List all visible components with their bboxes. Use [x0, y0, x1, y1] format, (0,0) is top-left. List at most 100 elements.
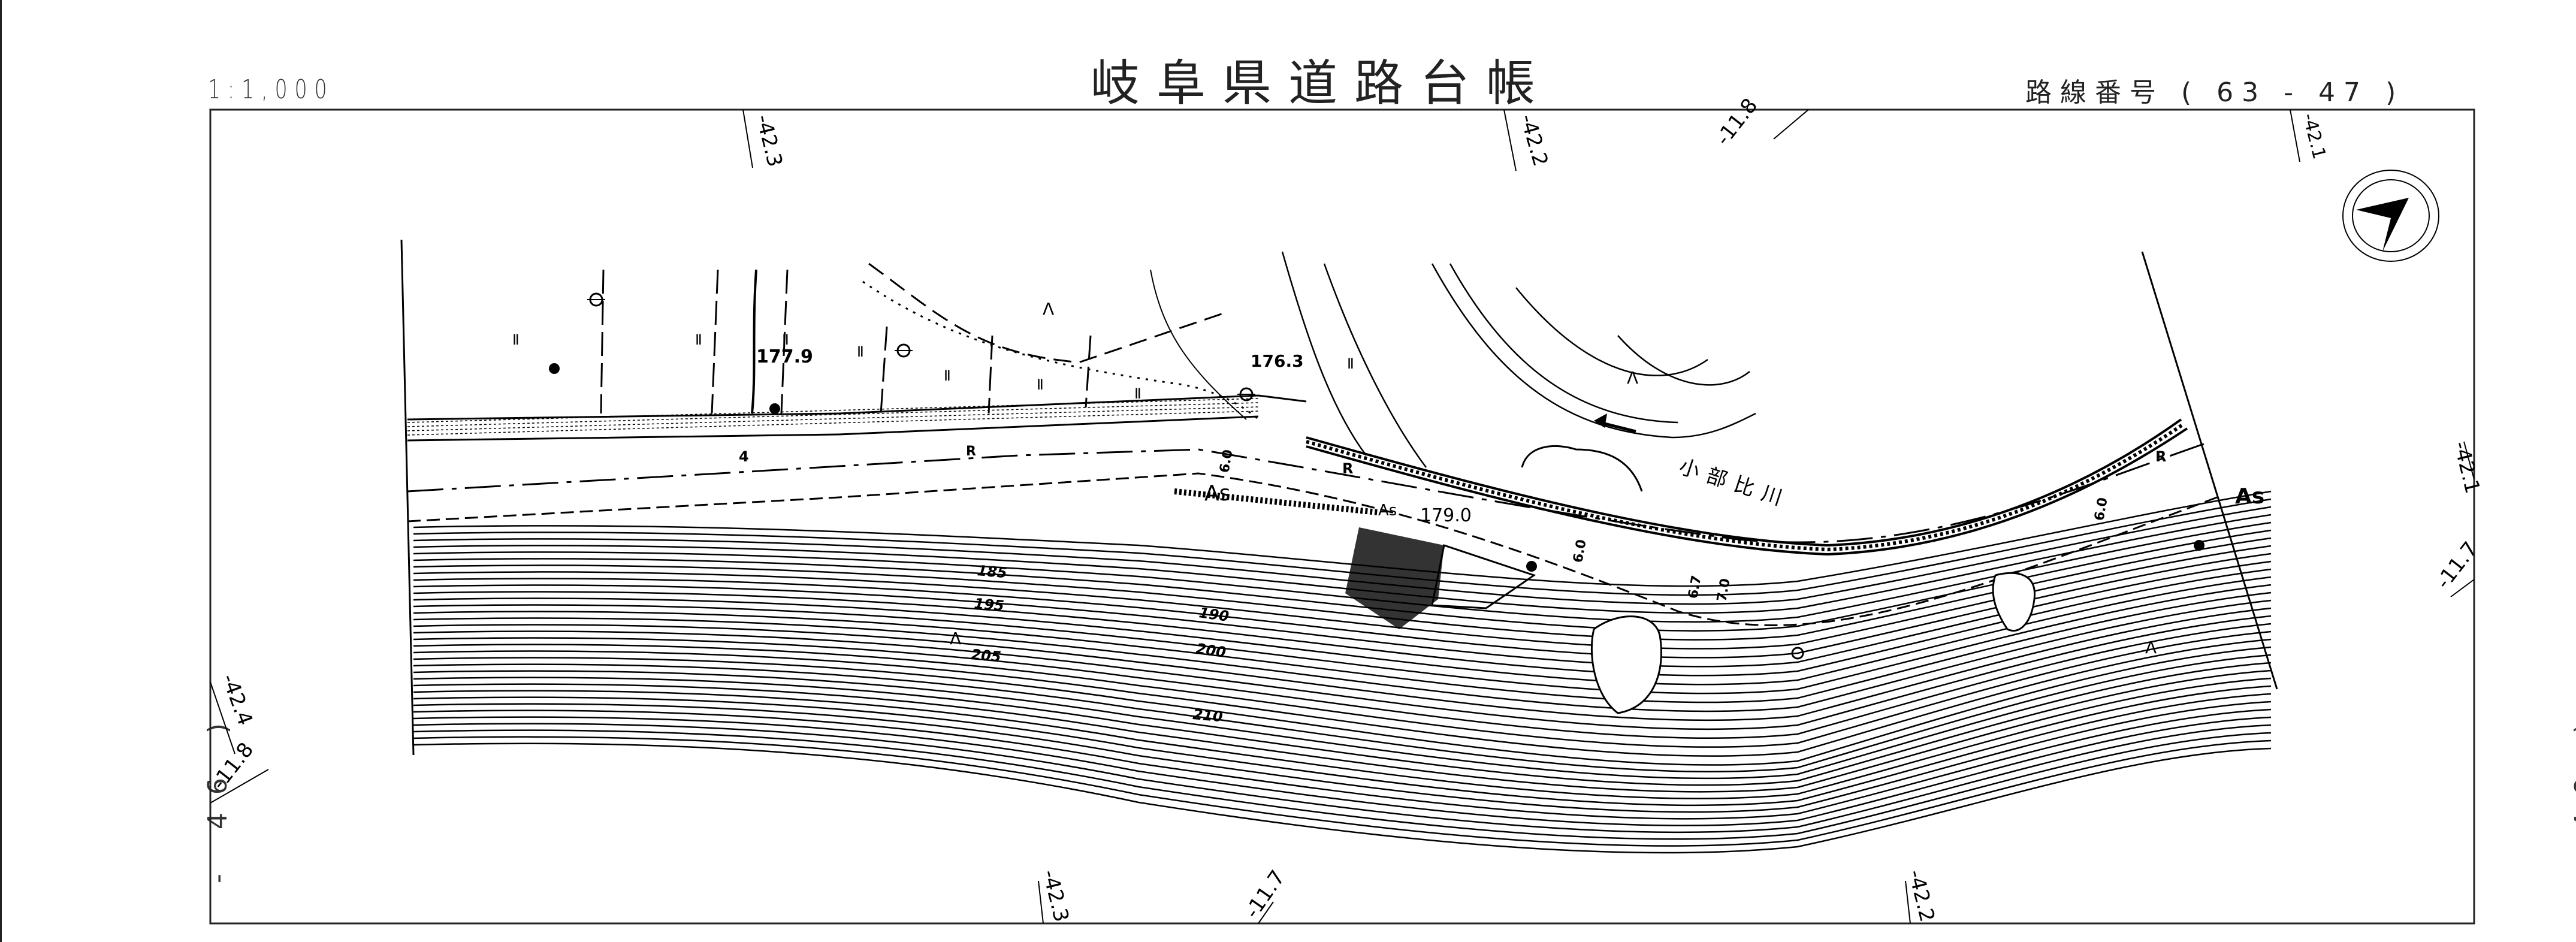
road-centerline [407, 442, 2206, 544]
contour-line [413, 521, 2272, 623]
contour-line [413, 623, 2272, 739]
grid-tick-bottom-3: -42.2 [1903, 868, 1939, 925]
elevation-label: 179.0 [1420, 505, 1472, 526]
contour-label: 205 [970, 646, 1001, 665]
page-edge [0, 0, 2, 942]
contour-line [413, 607, 2272, 721]
contour-label: 200 [1195, 640, 1227, 661]
contour-label: 210 [1192, 706, 1223, 725]
slope-line [1150, 269, 1247, 420]
contour-line [413, 514, 2272, 614]
grid-label-right-1: -42.1 [2448, 439, 2484, 496]
contour-line [413, 736, 2272, 847]
contour-lines [413, 490, 2272, 854]
survey-point-icon [549, 363, 560, 374]
grid-tick-bottom-2: -11.7 [1240, 866, 1290, 924]
grid-tick-top-2: -42.2 [1503, 109, 1553, 171]
elevation-label: 177.9 [756, 346, 813, 367]
grid-label-top-1: -42.3 [751, 113, 787, 170]
grid-label-bottom-3: -42.2 [1903, 868, 1939, 925]
route-number-b: 47 [2318, 77, 2369, 108]
talus-slope [1590, 615, 1662, 714]
road-hatch-west [407, 398, 1259, 436]
width-label: 6.0 [1571, 538, 1589, 564]
contour-line [413, 693, 2272, 807]
contour-line [413, 584, 2272, 695]
field-mark: Ⅱ [1347, 355, 1354, 372]
grid-tick-bottom-1: -42.3 [1037, 868, 1073, 925]
surface-label: As [1204, 481, 1230, 506]
contour-line [413, 723, 2272, 834]
grid-label-top-2: -42.2 [1515, 111, 1553, 169]
contour-line [413, 599, 2272, 712]
route-dash: - [2284, 77, 2302, 108]
contour-label: 195 [973, 595, 1004, 614]
contour-line [413, 669, 2272, 786]
north-arrow-icon [2342, 170, 2439, 262]
grid-tick-left-1: -42.4 [210, 671, 257, 754]
width-label: 6.7 [1686, 574, 1704, 600]
grid-label-top-3: -11.8 [1711, 94, 1763, 150]
survey-point-icon [1526, 561, 1537, 572]
route-close-paren: ) [2385, 77, 2405, 108]
boundary-fence [868, 262, 1229, 364]
river-banks [1281, 251, 1756, 468]
contour-line [413, 498, 2272, 596]
station-mark: 4 [739, 448, 749, 465]
survey-point-icon [769, 403, 780, 414]
survey-point-icon [2194, 540, 2204, 551]
contour-line [413, 708, 2272, 820]
field-mark: Ⅱ [1037, 376, 1044, 393]
field-mark: Ⅱ [857, 343, 864, 360]
road-edge-north [1306, 418, 2182, 547]
contour-label: 190 [1198, 604, 1230, 625]
field-mark: Ⅱ [1134, 385, 1141, 402]
field-mark: Ⅱ [944, 367, 951, 384]
contour-line [413, 490, 2272, 587]
stone-wall [751, 269, 757, 414]
surface-label: As [2235, 484, 2264, 509]
contour-line [413, 591, 2272, 704]
contour-line [413, 729, 2272, 840]
contour-line [413, 701, 2272, 813]
contour-line [413, 646, 2272, 766]
contour-line [413, 662, 2272, 780]
field-mark: Ⅱ [695, 331, 702, 348]
grid-label-left-2: -11.8 [207, 738, 259, 795]
grid-label-bottom-2: -11.7 [1240, 866, 1290, 923]
map-frame [209, 108, 2475, 925]
forest-mark: Λ [1043, 299, 1054, 319]
width-label: 6.0 [2092, 496, 2110, 522]
plan-boundary-right [2141, 251, 2278, 690]
route-open-paren: ( [2181, 77, 2200, 108]
grid-tick-top-1: -42.3 [742, 109, 787, 170]
contour-line [413, 685, 2272, 799]
route-number: 路線番号 ( 63 - 47 ) [2025, 71, 2404, 109]
grid-tick-top-3: -11.8 [1711, 94, 1809, 150]
river-name: 小部比川 [1676, 455, 1793, 513]
route-number-a: 63 [2216, 77, 2267, 108]
flow-arrow-head-icon [1594, 413, 1607, 428]
tree-cluster [1521, 445, 1643, 492]
forest-mark: Λ [1627, 368, 1638, 388]
grid-tick-right-1: -42.1 [2448, 439, 2484, 496]
surface-label: As [1378, 502, 1397, 520]
plan-boundary-left [400, 239, 415, 756]
talus-slope [1992, 572, 2036, 632]
grid-label-top-4: -42.1 [2298, 111, 2330, 161]
surface-label: R [966, 444, 976, 459]
surface-label: R [1342, 460, 1353, 477]
field-mark: Ⅱ [782, 331, 789, 348]
surface-label: R [2155, 448, 2166, 465]
contour-line [413, 506, 2272, 605]
sheet-title: 岐阜県道路台帳 [1091, 55, 1553, 112]
road-hatch-south [1174, 488, 1379, 515]
grid-tick-left-2: -11.8 [207, 738, 269, 804]
lot-lines [600, 269, 1092, 414]
utility-pole-icon [895, 343, 913, 358]
dotted-boundary [862, 280, 1260, 421]
field-mark: Ⅱ [512, 331, 520, 348]
contour-line [413, 654, 2272, 772]
elevation-label: 176.3 [1251, 351, 1304, 371]
